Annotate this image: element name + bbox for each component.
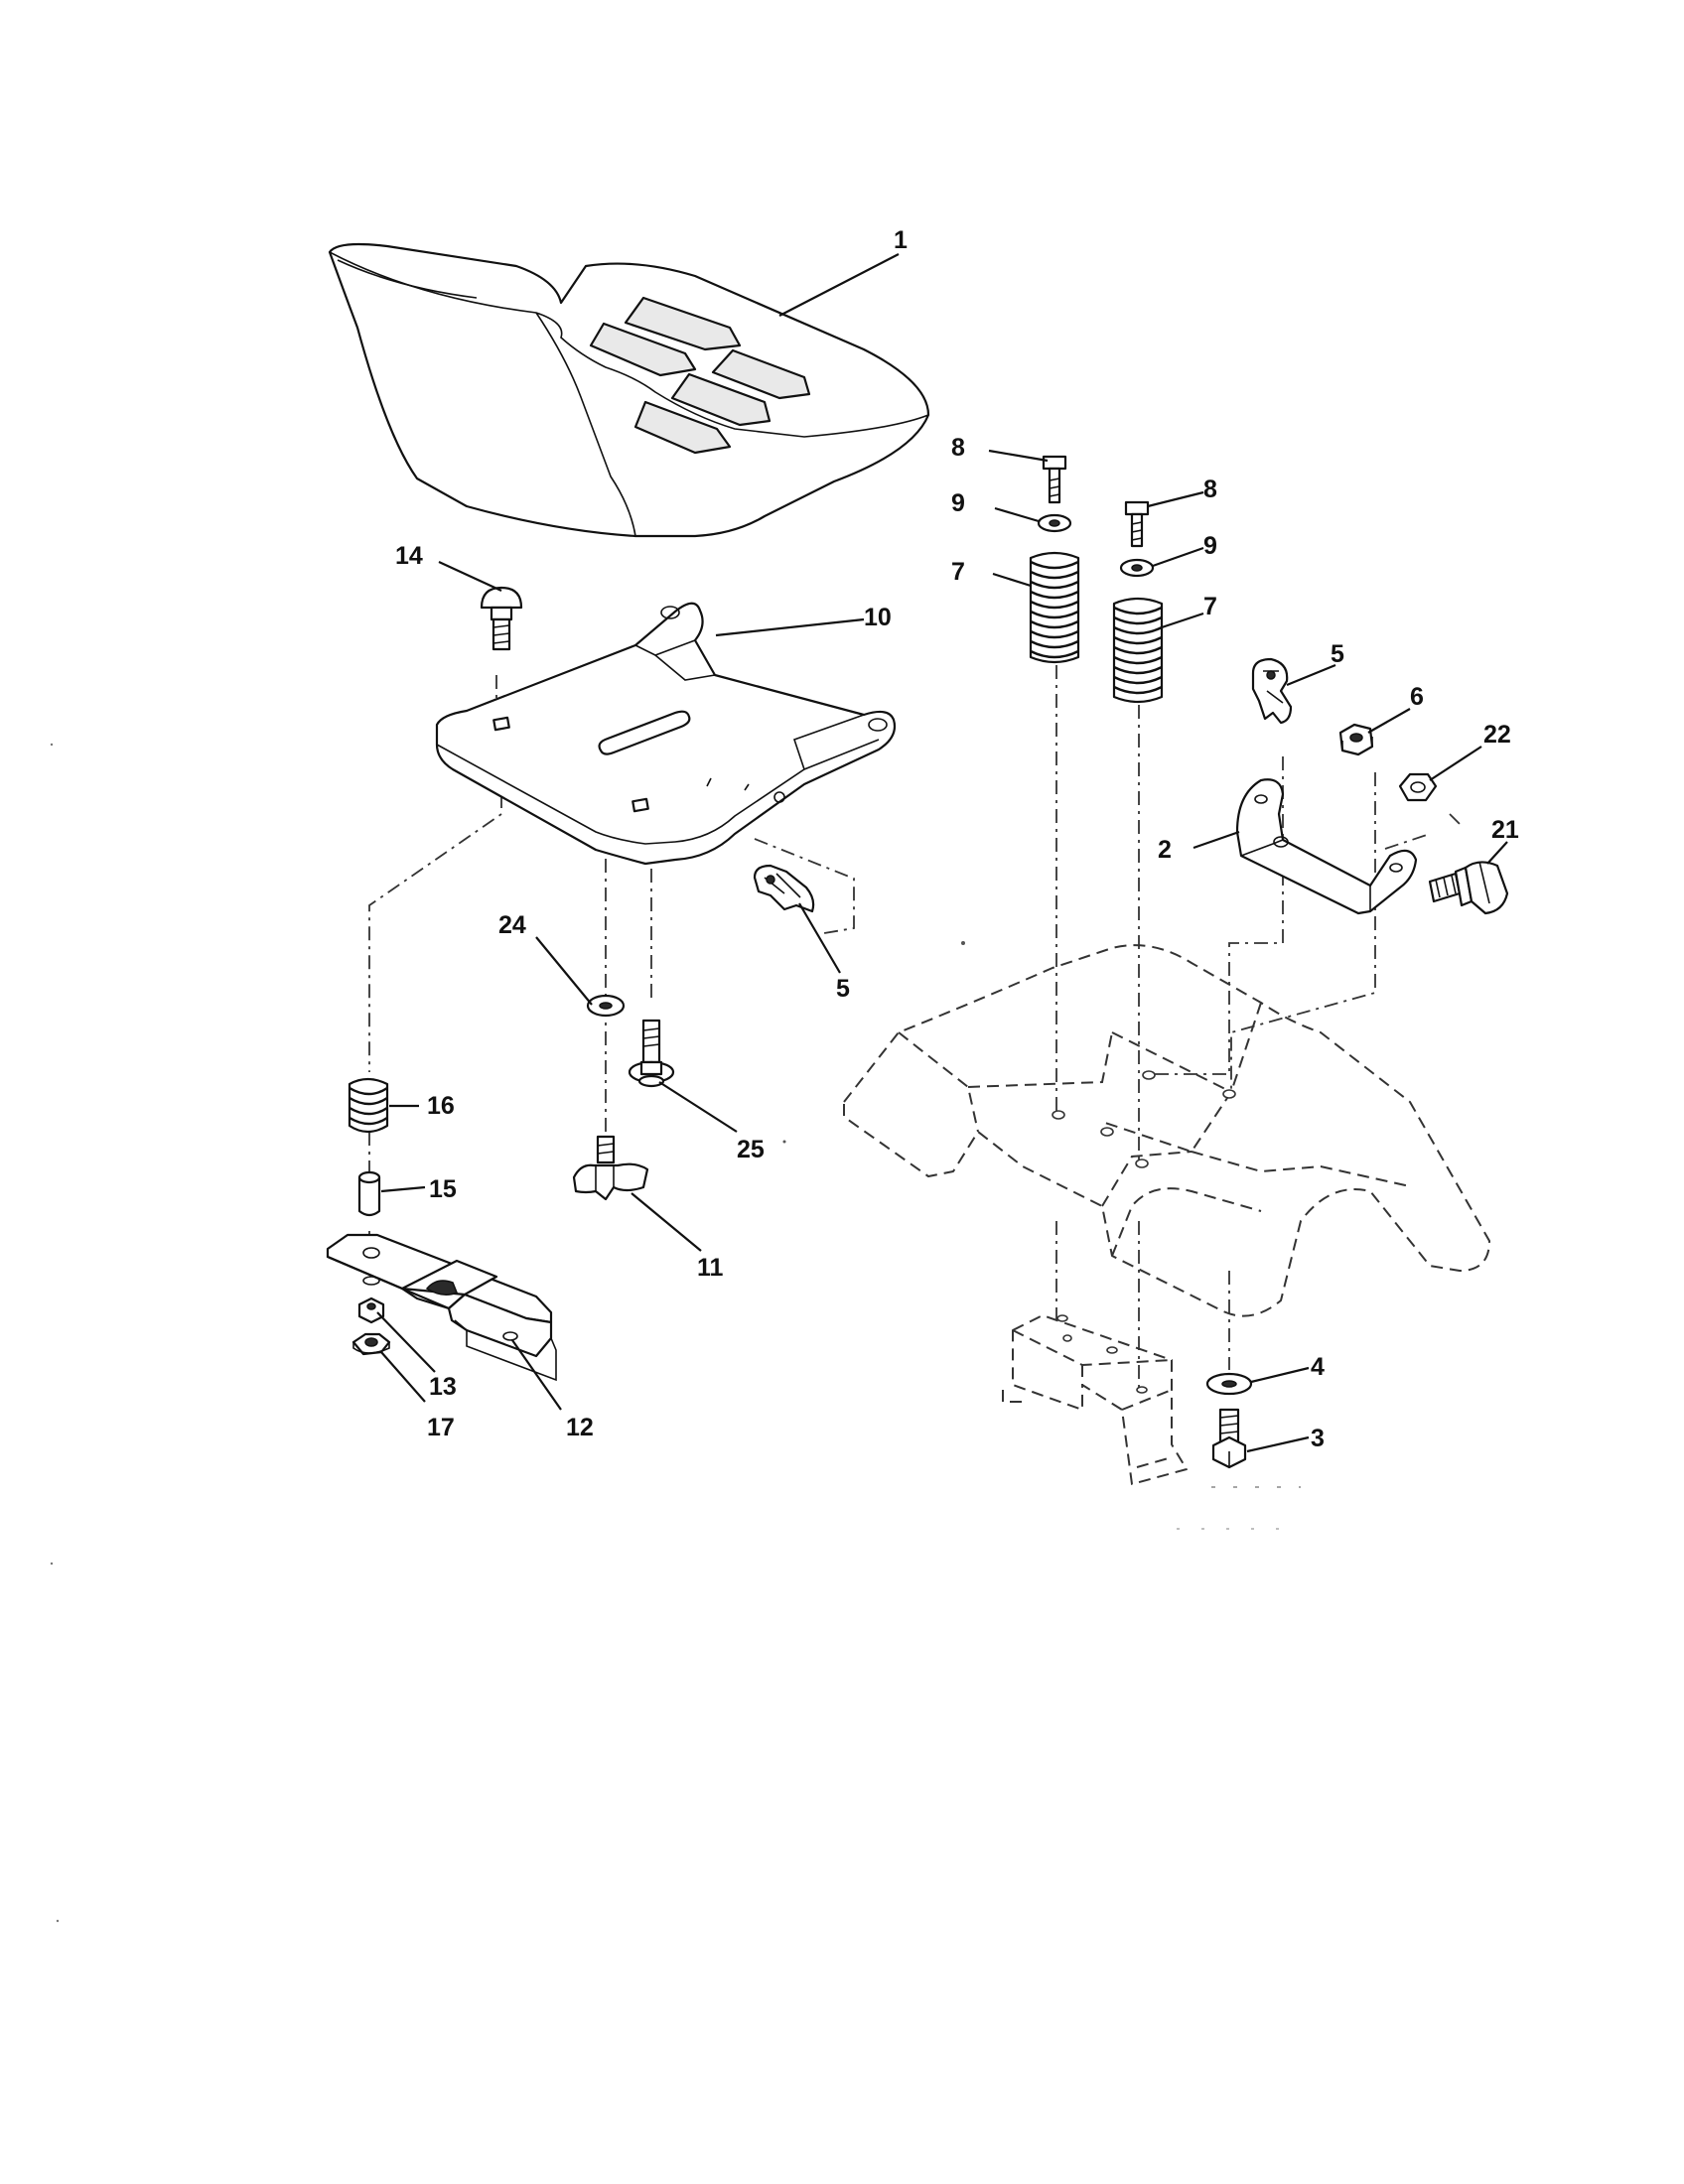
tractor-frame-outline — [843, 944, 1490, 1485]
frame-mounting-holes — [1052, 1070, 1236, 1394]
callout-16: 16 — [427, 1092, 455, 1120]
washer-4 — [1205, 1372, 1253, 1396]
washer-right — [1119, 558, 1155, 578]
callout-14: 14 — [395, 542, 423, 570]
shoulder-screw — [628, 1019, 675, 1088]
callout-2: 2 — [1158, 836, 1172, 864]
adjuster-spring — [348, 1077, 389, 1134]
lock-nut — [1398, 772, 1438, 802]
callout-7-left: 7 — [951, 558, 965, 586]
spacer-tube — [357, 1170, 381, 1217]
callout-22: 22 — [1483, 721, 1511, 749]
clip-lower — [753, 864, 815, 913]
callout-4: 4 — [1311, 1353, 1325, 1381]
callout-10: 10 — [864, 604, 892, 631]
seat-pan — [435, 602, 897, 866]
washer-left — [1037, 513, 1072, 533]
callout-13: 13 — [429, 1373, 457, 1401]
adjuster-plate — [326, 1233, 557, 1382]
hex-bolt-3 — [1211, 1408, 1247, 1469]
adjuster-nut-13 — [357, 1297, 385, 1324]
callout-24: 24 — [498, 911, 526, 939]
callout-6: 6 — [1410, 683, 1424, 711]
carriage-bolt — [480, 586, 523, 651]
callout-17: 17 — [427, 1414, 455, 1441]
callout-5-lower: 5 — [836, 975, 850, 1003]
callout-7-right: 7 — [1203, 593, 1217, 620]
callout-25: 25 — [737, 1136, 765, 1163]
callout-9-left: 9 — [951, 489, 965, 517]
seat — [328, 242, 930, 538]
scan-specks — [50, 743, 1301, 1923]
callout-8-left: 8 — [951, 434, 965, 462]
seat-spring-right — [1112, 597, 1164, 704]
leader-lines — [376, 253, 1508, 1453]
seat-spring-left — [1029, 551, 1080, 664]
flat-washer — [586, 994, 626, 1018]
shoulder-bolt-right — [1124, 500, 1150, 548]
flange-nut-17 — [351, 1332, 391, 1356]
callout-3: 3 — [1311, 1425, 1325, 1452]
callout-8-right: 8 — [1203, 476, 1217, 503]
callout-21: 21 — [1491, 816, 1519, 844]
alignment-lines — [368, 665, 1461, 1390]
callout-5-upper: 5 — [1331, 640, 1344, 668]
wing-knob — [572, 1135, 649, 1201]
callout-11: 11 — [697, 1254, 724, 1282]
callout-12: 12 — [566, 1414, 594, 1441]
hex-bolt — [1428, 861, 1509, 915]
callout-labels: 1 2 3 4 5 5 6 7 7 8 8 9 9 10 11 12 13 14… — [395, 226, 1519, 1452]
clip-upper — [1251, 657, 1293, 725]
callout-15: 15 — [429, 1175, 457, 1203]
seat-adjust-bracket — [1235, 778, 1418, 915]
shoulder-bolt-left — [1042, 455, 1067, 504]
callout-9-right: 9 — [1203, 532, 1217, 560]
callout-1: 1 — [894, 226, 908, 254]
hex-nut — [1338, 723, 1374, 756]
